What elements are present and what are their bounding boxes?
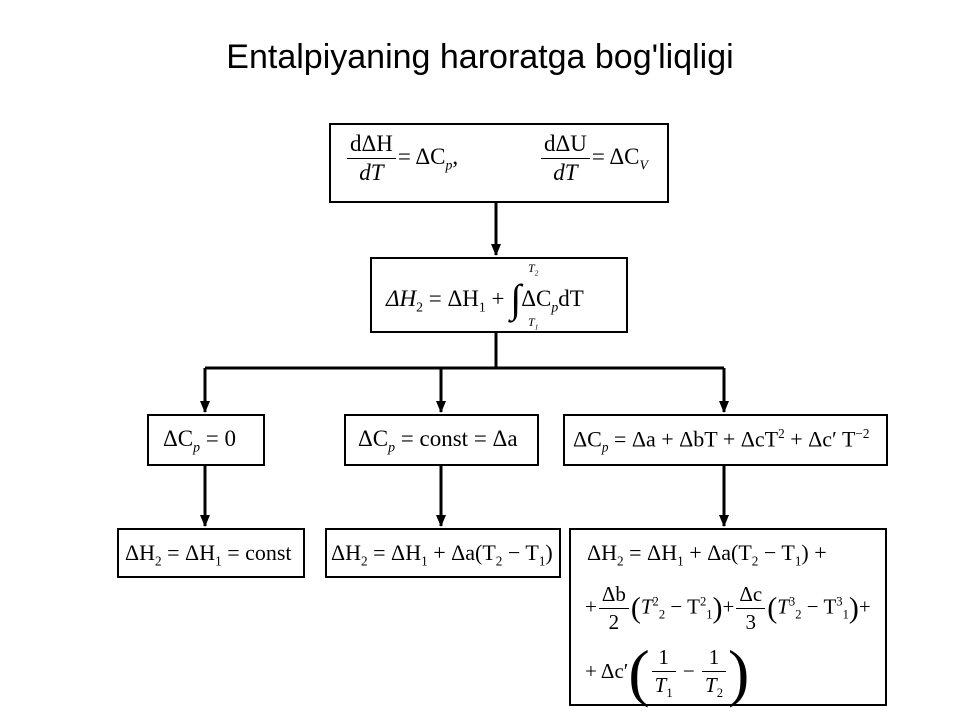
eq-result-zero: ΔH2 = ΔH1 = const — [125, 540, 292, 569]
box-case-poly: ΔCp = Δa + ΔbT + ΔcT2 + Δc′ T−2 — [563, 414, 888, 466]
eq-case-const: ΔCp = const = Δa — [358, 426, 518, 455]
eq-result-const: ΔH2 = ΔH1 + Δa(T2 − T1) — [331, 540, 553, 569]
box-case-const: ΔCp = const = Δa — [344, 414, 539, 466]
box-integral: ΔH2 = ΔH1 + ∫ΔCpdT T2 T1 — [370, 257, 628, 333]
eq-case-zero: ΔCp = 0 — [163, 426, 237, 455]
eq-case-poly: ΔCp = Δa + ΔbT + ΔcT2 + Δc′ T−2 — [573, 426, 870, 455]
box-case-zero: ΔCp = 0 — [147, 414, 265, 466]
eq-result-poly-line1: ΔH2 = ΔH1 + Δa(T2 − T1) + — [587, 540, 827, 569]
box-result-zero: ΔH2 = ΔH1 = const — [117, 528, 305, 578]
integral-upper-limit: T2 — [528, 261, 539, 278]
integral-lower-limit: T1 — [528, 315, 539, 332]
eq-integral: ΔH2 = ΔH1 + ∫ΔCpdT — [386, 276, 584, 321]
page-title: Entalpiyaning haroratga bog'liqligi — [226, 38, 734, 76]
box-result-const: ΔH2 = ΔH1 + Δa(T2 − T1) — [325, 528, 561, 578]
integral-sign: ∫ — [510, 276, 522, 321]
